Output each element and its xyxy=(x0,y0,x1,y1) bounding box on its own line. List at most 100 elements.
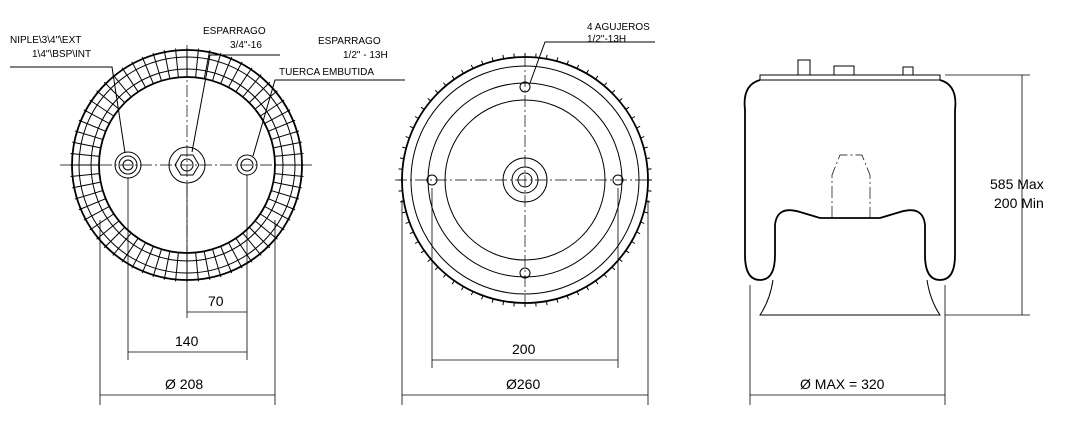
label-niple-line2: 1\4"\BSP\INT xyxy=(32,49,91,60)
label-niple-line1: NIPLE\3\4"\EXT xyxy=(10,35,81,46)
rib xyxy=(631,116,636,119)
rib xyxy=(141,56,154,84)
rib xyxy=(83,109,110,124)
rib xyxy=(78,198,106,211)
label-holes-size: 1/2"-13H xyxy=(587,34,626,45)
rib xyxy=(212,249,222,278)
rib xyxy=(242,74,262,98)
rib xyxy=(264,109,291,124)
rib xyxy=(595,75,599,80)
rib xyxy=(228,242,243,269)
dim-height-max: 585 Max xyxy=(990,176,1044,192)
rib xyxy=(273,141,302,149)
rib xyxy=(545,54,548,59)
rib xyxy=(259,213,285,231)
rib xyxy=(586,286,589,291)
rib xyxy=(576,64,580,69)
rib xyxy=(112,74,132,98)
rib xyxy=(268,119,296,132)
rib xyxy=(405,136,410,139)
rib xyxy=(248,226,271,249)
rib xyxy=(96,220,120,240)
rib xyxy=(640,221,645,224)
rib xyxy=(254,220,278,240)
rib xyxy=(434,89,439,94)
dim-140: 140 xyxy=(175,333,199,349)
rib xyxy=(70,153,100,157)
rib xyxy=(442,82,447,87)
rib xyxy=(103,81,126,104)
rib xyxy=(131,61,146,88)
rib xyxy=(74,190,103,200)
rib xyxy=(163,50,171,79)
rib xyxy=(595,280,599,285)
rib xyxy=(235,67,253,93)
rib xyxy=(235,237,253,263)
rib xyxy=(603,273,608,278)
rib xyxy=(409,231,414,235)
rib xyxy=(264,206,291,221)
rib xyxy=(611,89,616,94)
bellows-ribs-left xyxy=(70,48,304,282)
label-esparrago-2-size: 1/2" - 13H xyxy=(343,50,388,61)
dim-diameter-260: Ø260 xyxy=(506,376,540,392)
rib xyxy=(248,81,271,104)
rib xyxy=(625,106,630,110)
rib xyxy=(402,146,407,149)
rib xyxy=(414,116,419,119)
bellows-ribs-middle xyxy=(398,53,652,307)
rib xyxy=(195,48,199,78)
rib xyxy=(502,54,505,59)
rib xyxy=(72,141,101,149)
rib xyxy=(405,221,410,224)
rib xyxy=(121,237,139,263)
dim-diameter-max-320: Ø MAX = 320 xyxy=(800,376,885,392)
rib xyxy=(414,241,419,244)
rib xyxy=(420,250,425,254)
rib xyxy=(502,301,505,306)
rib xyxy=(636,125,641,129)
rib xyxy=(103,226,126,249)
rib xyxy=(89,213,115,231)
rib xyxy=(220,56,233,84)
rib xyxy=(434,266,439,271)
rib xyxy=(586,69,589,74)
rib xyxy=(643,211,648,214)
rib xyxy=(640,136,645,139)
label-tuerca-embutida: TUERCA EMBUTIDA xyxy=(279,67,374,78)
rib xyxy=(399,200,404,203)
rib xyxy=(545,301,548,306)
label-4-agujeros: 4 AGUJEROS xyxy=(587,22,650,33)
rib xyxy=(451,280,455,285)
rib xyxy=(220,246,233,274)
mounting-holes xyxy=(426,81,624,279)
rib xyxy=(83,206,110,221)
rib xyxy=(643,146,648,149)
label-esparrago-1: ESPARRAGO xyxy=(203,26,266,37)
rib xyxy=(442,273,447,278)
rib xyxy=(78,119,106,132)
rib xyxy=(420,106,425,110)
rib xyxy=(242,232,262,256)
rib xyxy=(451,75,455,80)
rib xyxy=(566,295,569,300)
rib xyxy=(646,200,651,203)
rib xyxy=(268,198,296,211)
rib xyxy=(254,90,278,110)
rib xyxy=(121,67,139,93)
dim-height-min: 200 Min xyxy=(994,195,1044,211)
rib xyxy=(131,242,146,269)
rib xyxy=(212,52,222,81)
rib xyxy=(74,130,103,140)
rib xyxy=(72,181,101,189)
rib xyxy=(195,252,199,282)
label-esparrago-2: ESPARRAGO xyxy=(318,36,381,47)
rib xyxy=(96,90,120,110)
rib xyxy=(175,48,179,78)
rib xyxy=(427,97,432,102)
side-view xyxy=(743,59,957,316)
rib xyxy=(402,211,407,214)
rib xyxy=(271,190,300,200)
rib xyxy=(203,251,211,280)
